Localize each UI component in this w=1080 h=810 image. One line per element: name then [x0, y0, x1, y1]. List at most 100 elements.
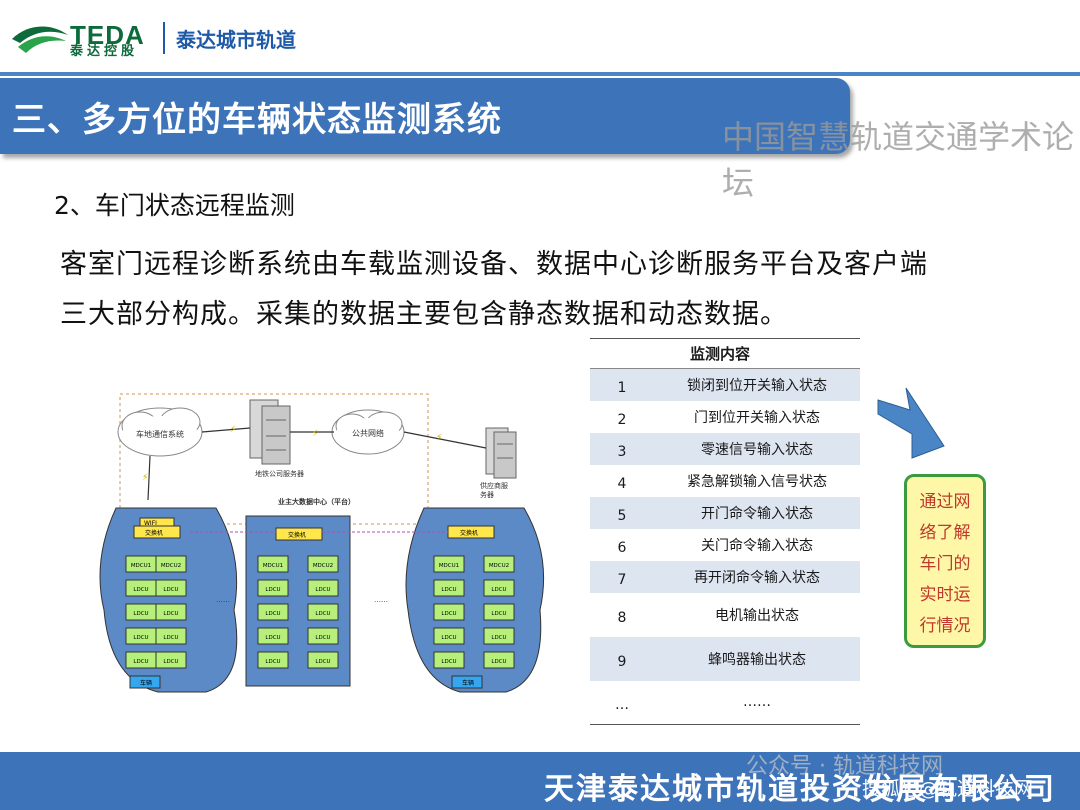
row-number: 5 — [590, 496, 654, 529]
svg-text:⚡: ⚡ — [312, 429, 318, 439]
server-center-label: 地铁公司服务器 — [255, 469, 304, 478]
dcu-label: LDCU — [265, 659, 280, 665]
dcu-block — [155, 627, 187, 645]
logo-text-en: TEDA — [70, 20, 145, 50]
dcu-block — [307, 627, 339, 645]
dcu-label: LDCU — [315, 587, 330, 593]
paragraph-line-1: 客室门远程诊断系统由车载监测设备、数据中心诊断服务平台及客户端 — [60, 249, 928, 280]
row-number: 3 — [590, 432, 654, 465]
note-line: 络了解 — [919, 523, 971, 543]
top-rule — [0, 72, 1080, 76]
cloud-right: 公共网络 — [331, 409, 405, 455]
paragraph-line-2: 三大部分构成。采集的数据主要包含静态数据和动态数据。 — [60, 299, 788, 330]
svg-text:……: …… — [374, 596, 388, 604]
note-box: 通过网 络了解 车门的 实时运 行情况 — [904, 474, 986, 648]
dcu-label: LDCU — [133, 587, 148, 593]
teda-logo — [10, 14, 70, 64]
dcu-block — [257, 651, 289, 669]
vehicle-left: WIFI 交换机 车辆 — [99, 507, 238, 693]
dcu-block — [483, 603, 515, 621]
dcu-label: LDCU — [441, 587, 456, 593]
watermark-sohu: 搜狐号@轨道科技网 — [862, 778, 1034, 800]
dcu-label: LDCU — [441, 659, 456, 665]
dcu-label: LDCU — [491, 659, 506, 665]
svg-text:⚡: ⚡ — [142, 473, 148, 483]
dcu-block — [307, 651, 339, 669]
arrow-right-icon — [877, 387, 945, 459]
dcu-block — [257, 627, 289, 645]
dcu-block — [155, 555, 187, 573]
dcu-label: LDCU — [265, 635, 280, 641]
dcu-block — [307, 555, 339, 573]
svg-text:⚡: ⚡ — [230, 425, 236, 435]
dcu-label: LDCU — [315, 635, 330, 641]
dcu-label: LDCU — [491, 587, 506, 593]
table-header: 监测内容 — [590, 338, 860, 369]
dcu-label: LDCU — [163, 635, 178, 641]
title-bar: 三、多方位的车辆状态监测系统 — [0, 78, 850, 154]
table-row: ……… — [590, 680, 860, 725]
vehicle-right: 交换机 车辆 — [405, 507, 545, 693]
dcu-label: LDCU — [265, 587, 280, 593]
dcu-label: LDCU — [441, 611, 456, 617]
note-line: 实时运 — [919, 585, 971, 605]
svg-text:车辆: 车辆 — [140, 679, 152, 687]
cloud-left-label: 车地通信系统 — [136, 429, 184, 439]
dcu-label: LDCU — [133, 635, 148, 641]
dcu-block — [483, 579, 515, 597]
dcu-block — [433, 651, 465, 669]
row-item: 紧急解锁输入信号状态 — [687, 473, 827, 490]
sub-heading: 2、车门状态远程监测 — [54, 191, 295, 220]
dcu-label: LDCU — [315, 611, 330, 617]
dcu-label: LDCU — [265, 611, 280, 617]
row-item: 门到位开关输入状态 — [694, 409, 820, 426]
server-right-icon — [485, 427, 517, 479]
footer-company: 天津泰达城市轨道投资发展有限公司 — [544, 772, 1056, 807]
logo-divider — [163, 22, 165, 54]
dcu-block — [433, 579, 465, 597]
dcu-label: LDCU — [163, 587, 178, 593]
svg-text:交换机: 交换机 — [145, 529, 163, 537]
dcu-label: MDCU2 — [489, 563, 509, 569]
row-item: 蜂鸣器输出状态 — [654, 636, 860, 681]
svg-text:交换机: 交换机 — [460, 529, 478, 537]
row-number: 8 — [617, 609, 627, 626]
dcu-label: LDCU — [491, 635, 506, 641]
dcu-label: MDCU2 — [313, 563, 333, 569]
dcu-block — [257, 555, 289, 573]
server-right-label-1: 供应商服 — [480, 481, 508, 490]
dcu-label: LDCU — [491, 611, 506, 617]
row-item: 锁闭到位开关输入状态 — [654, 368, 860, 401]
row-item: 开门命令输入状态 — [654, 496, 860, 529]
dcu-block — [307, 603, 339, 621]
table-row: 6 关门命令输入状态 — [590, 529, 860, 561]
dcu-block — [257, 603, 289, 621]
slide-title: 三、多方位的车辆状态监测系统 — [12, 99, 502, 140]
dcu-block — [433, 603, 465, 621]
center-title: 业主大数据中心（平台） — [278, 497, 355, 506]
svg-text:交换机: 交换机 — [288, 531, 306, 539]
note-line: 行情况 — [919, 616, 971, 636]
dcu-label: MDCU2 — [161, 563, 181, 569]
cloud-right-label: 公共网络 — [352, 428, 384, 438]
cloud-left: 车地通信系统 — [117, 407, 203, 457]
server-right-label-2: 务器 — [480, 490, 494, 499]
svg-text:……: …… — [216, 596, 230, 604]
watermark-wechat: 公众号 · 轨道科技网 — [746, 754, 943, 779]
row-item: …… — [654, 680, 860, 725]
dcu-label: LDCU — [441, 635, 456, 641]
dcu-block — [307, 579, 339, 597]
dcu-block — [483, 627, 515, 645]
footer-bar: 天津泰达城市轨道投资发展有限公司 — [0, 752, 1080, 810]
forum-title: 中国智慧轨道交通学术论坛 — [722, 118, 1075, 202]
row-item: 关门命令输入状态 — [701, 537, 813, 554]
row-number: 6 — [617, 539, 627, 556]
row-number: 1 — [590, 368, 654, 401]
dcu-label: LDCU — [163, 611, 178, 617]
logo-text-cn: 泰达控股 — [70, 44, 139, 59]
